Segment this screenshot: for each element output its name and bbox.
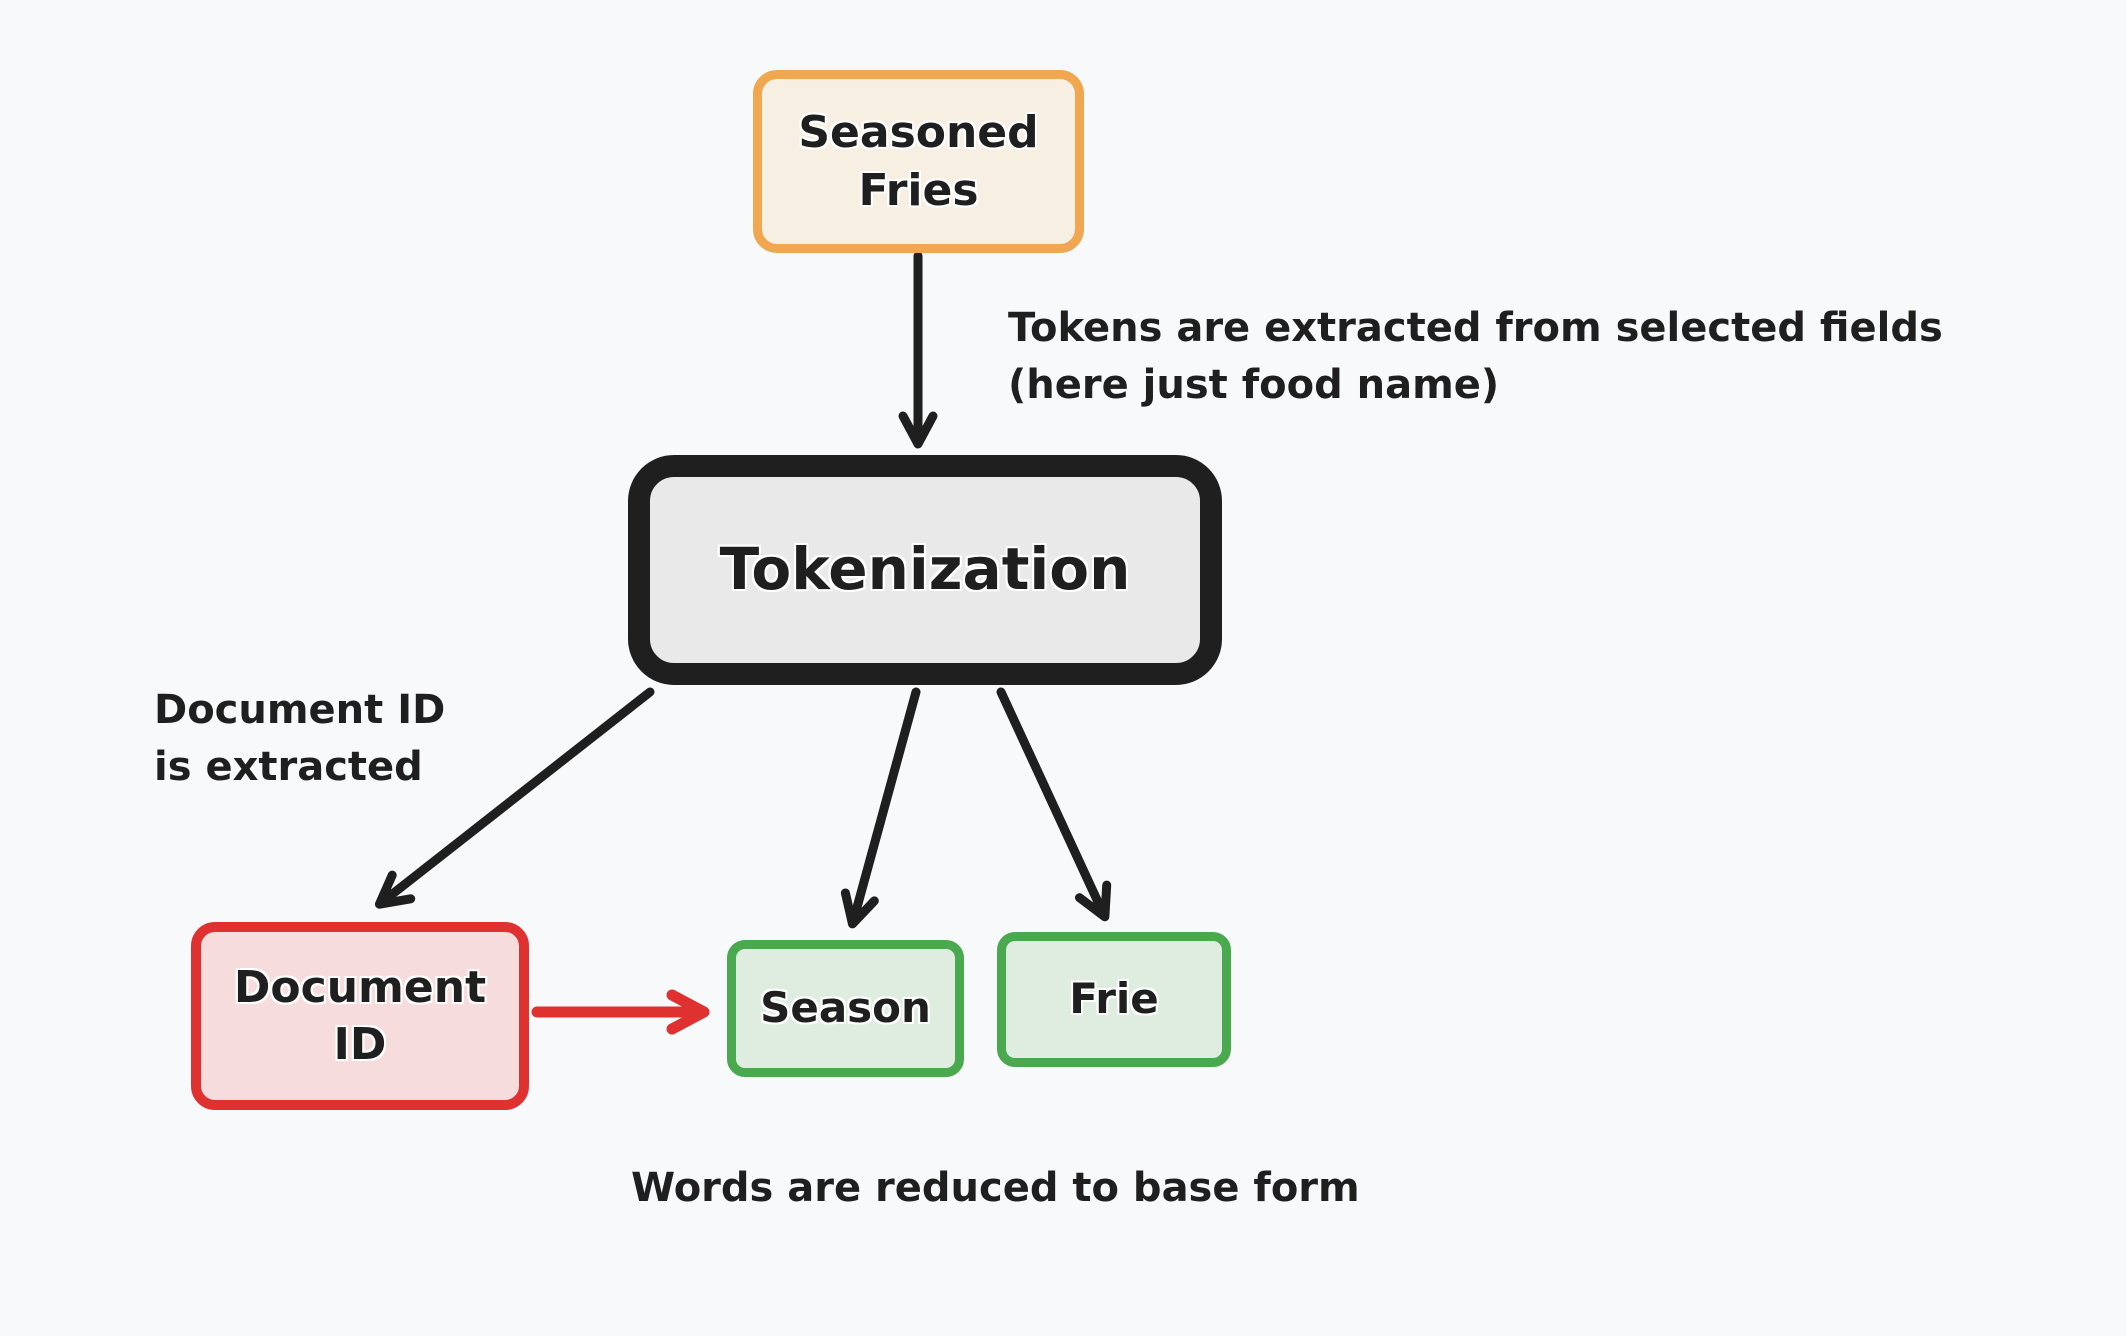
annotation-document-id-extracted: Document ID is extracted	[154, 682, 445, 796]
node-frie: Frie	[997, 932, 1231, 1067]
arrow-tokenization-to-frie	[996, 687, 1112, 922]
annotation-document-id-extracted-line2: is extracted	[154, 743, 423, 790]
annotation-tokens-extracted-line1: Tokens are extracted from selected field…	[1008, 305, 1943, 351]
node-seasoned-fries-label-line2: Fries	[858, 164, 979, 216]
node-tokenization: Tokenization	[628, 455, 1222, 685]
annotation-tokens-extracted: Tokens are extracted from selected field…	[1008, 300, 1943, 414]
arrow-tokenization-to-season	[840, 687, 921, 929]
annotation-tokens-extracted-line2: (here just food name)	[1008, 361, 1500, 408]
node-tokenization-label: Tokenization	[719, 535, 1131, 604]
node-season: Season	[727, 940, 964, 1077]
node-document-id-label-line1: Document	[233, 961, 487, 1013]
annotation-words-base-form: Words are reduced to base form	[631, 1165, 1360, 1211]
node-document-id-label-line2: ID	[333, 1019, 387, 1070]
annotation-document-id-extracted-line1: Document ID	[154, 687, 446, 733]
node-frie-label: Frie	[1069, 974, 1159, 1024]
node-document-id-label: Document ID	[234, 959, 486, 1073]
node-document-id: Document ID	[191, 922, 529, 1110]
node-seasoned-fries: Seasoned Fries	[753, 70, 1084, 253]
node-season-label: Season	[760, 983, 931, 1033]
node-seasoned-fries-label: Seasoned Fries	[798, 104, 1038, 218]
node-seasoned-fries-label-line1: Seasoned	[798, 107, 1039, 159]
